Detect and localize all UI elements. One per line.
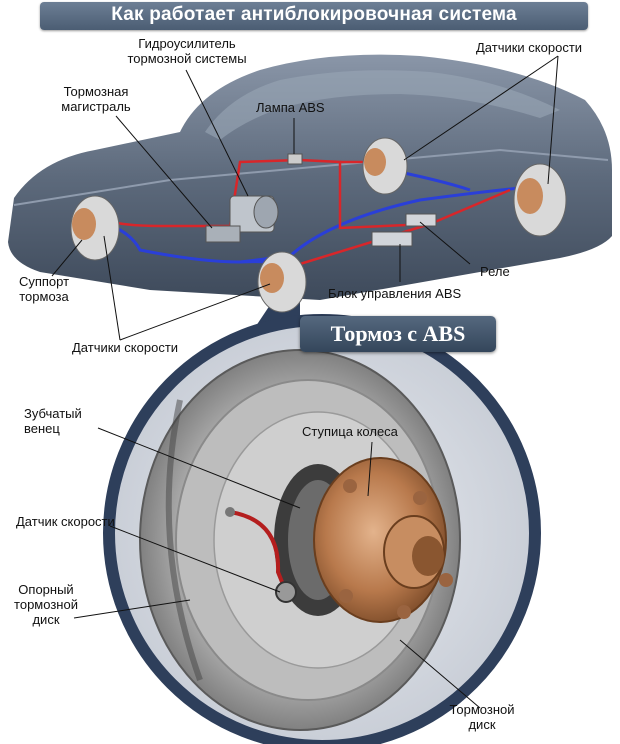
car-body — [8, 54, 612, 300]
label-brake-disc: Тормозной диск — [449, 702, 515, 732]
label-brake-line: Тормозная магистраль — [61, 84, 131, 114]
subtitle-banner: Тормоз с ABS — [300, 316, 496, 352]
label-relay: Реле — [480, 264, 510, 279]
leader-lines — [51, 55, 559, 709]
label-speed-sensors-top: Датчики скорости — [476, 40, 583, 55]
wheel-hub-shape — [313, 457, 453, 623]
label-backing-plate: Опорный тормозной диск — [14, 582, 78, 627]
label-wheel-hub: Ступица колеса — [302, 424, 398, 439]
diagram-title: Как работает антиблокировочная система — [111, 4, 517, 25]
diagram-subtitle: Тормоз с ABS — [330, 321, 466, 346]
speed-sensor-shape — [225, 507, 297, 603]
title-banner: Как работает антиблокировочная система — [40, 2, 588, 30]
label-toothed-ring: Зубчатый венец — [24, 406, 82, 436]
label-abs-lamp: Лампа ABS — [256, 100, 325, 115]
car-components — [70, 137, 567, 313]
label-caliper: Суппорт тормоза — [18, 274, 70, 304]
label-speed-sensors-bottom: Датчики скорости — [72, 340, 179, 355]
label-abs-control-unit: Блок управления ABS — [328, 286, 462, 301]
label-hydro-booster: Гидроусилитель тормозной системы — [127, 36, 247, 66]
label-speed-sensor: Датчик скорости — [16, 514, 115, 529]
